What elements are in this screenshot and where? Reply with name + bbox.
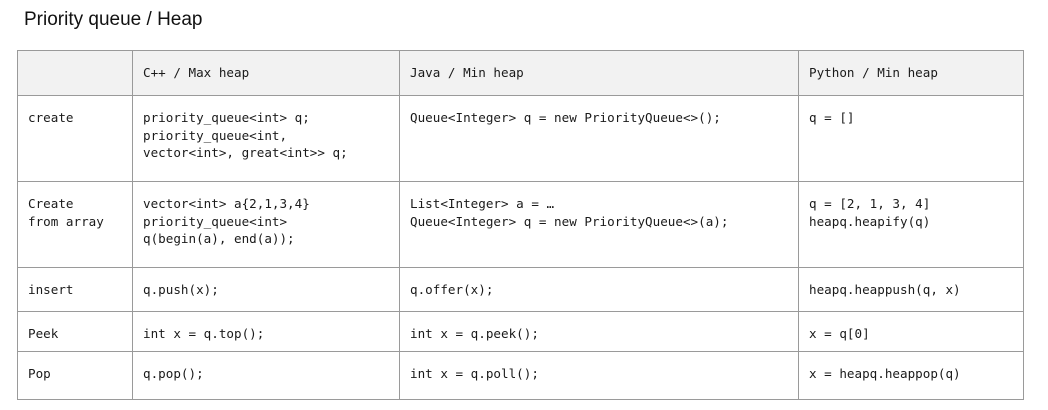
heap-comparison-table: C++ / Max heap Java / Min heap Python / …: [17, 50, 1024, 400]
header-cell-java: Java / Min heap: [399, 50, 799, 96]
java-code-cell: int x = q.poll();: [399, 351, 799, 400]
python-code-cell: heapq.heappush(q, x): [798, 267, 1024, 312]
header-cell-empty: [17, 50, 133, 96]
cpp-code-cell: q.push(x);: [132, 267, 400, 312]
python-code-cell: q = [2, 1, 3, 4] heapq.heapify(q): [798, 181, 1024, 268]
java-code-cell: List<Integer> a = … Queue<Integer> q = n…: [399, 181, 799, 268]
java-code-cell: Queue<Integer> q = new PriorityQueue<>()…: [399, 95, 799, 182]
table-row-create-from-array: Create from array vector<int> a{2,1,3,4}…: [17, 181, 1024, 268]
operation-cell: Peek: [17, 311, 133, 352]
page-title: Priority queue / Heap: [24, 9, 203, 30]
operation-cell: create: [17, 95, 133, 182]
table-row-pop: Pop q.pop(); int x = q.poll(); x = heapq…: [17, 351, 1024, 400]
cpp-code-cell: priority_queue<int> q; priority_queue<in…: [132, 95, 400, 182]
header-cell-cpp: C++ / Max heap: [132, 50, 400, 96]
table-header-row: C++ / Max heap Java / Min heap Python / …: [17, 50, 1024, 96]
cpp-code-cell: vector<int> a{2,1,3,4} priority_queue<in…: [132, 181, 400, 268]
operation-cell: Pop: [17, 351, 133, 400]
python-code-cell: x = heapq.heappop(q): [798, 351, 1024, 400]
java-code-cell: int x = q.peek();: [399, 311, 799, 352]
operation-cell: insert: [17, 267, 133, 312]
operation-cell: Create from array: [17, 181, 133, 268]
java-code-cell: q.offer(x);: [399, 267, 799, 312]
table-row-create: create priority_queue<int> q; priority_q…: [17, 95, 1024, 182]
cpp-code-cell: int x = q.top();: [132, 311, 400, 352]
python-code-cell: q = []: [798, 95, 1024, 182]
table-row-insert: insert q.push(x); q.offer(x); heapq.heap…: [17, 267, 1024, 312]
python-code-cell: x = q[0]: [798, 311, 1024, 352]
table-row-peek: Peek int x = q.top(); int x = q.peek(); …: [17, 311, 1024, 352]
header-cell-python: Python / Min heap: [798, 50, 1024, 96]
cpp-code-cell: q.pop();: [132, 351, 400, 400]
